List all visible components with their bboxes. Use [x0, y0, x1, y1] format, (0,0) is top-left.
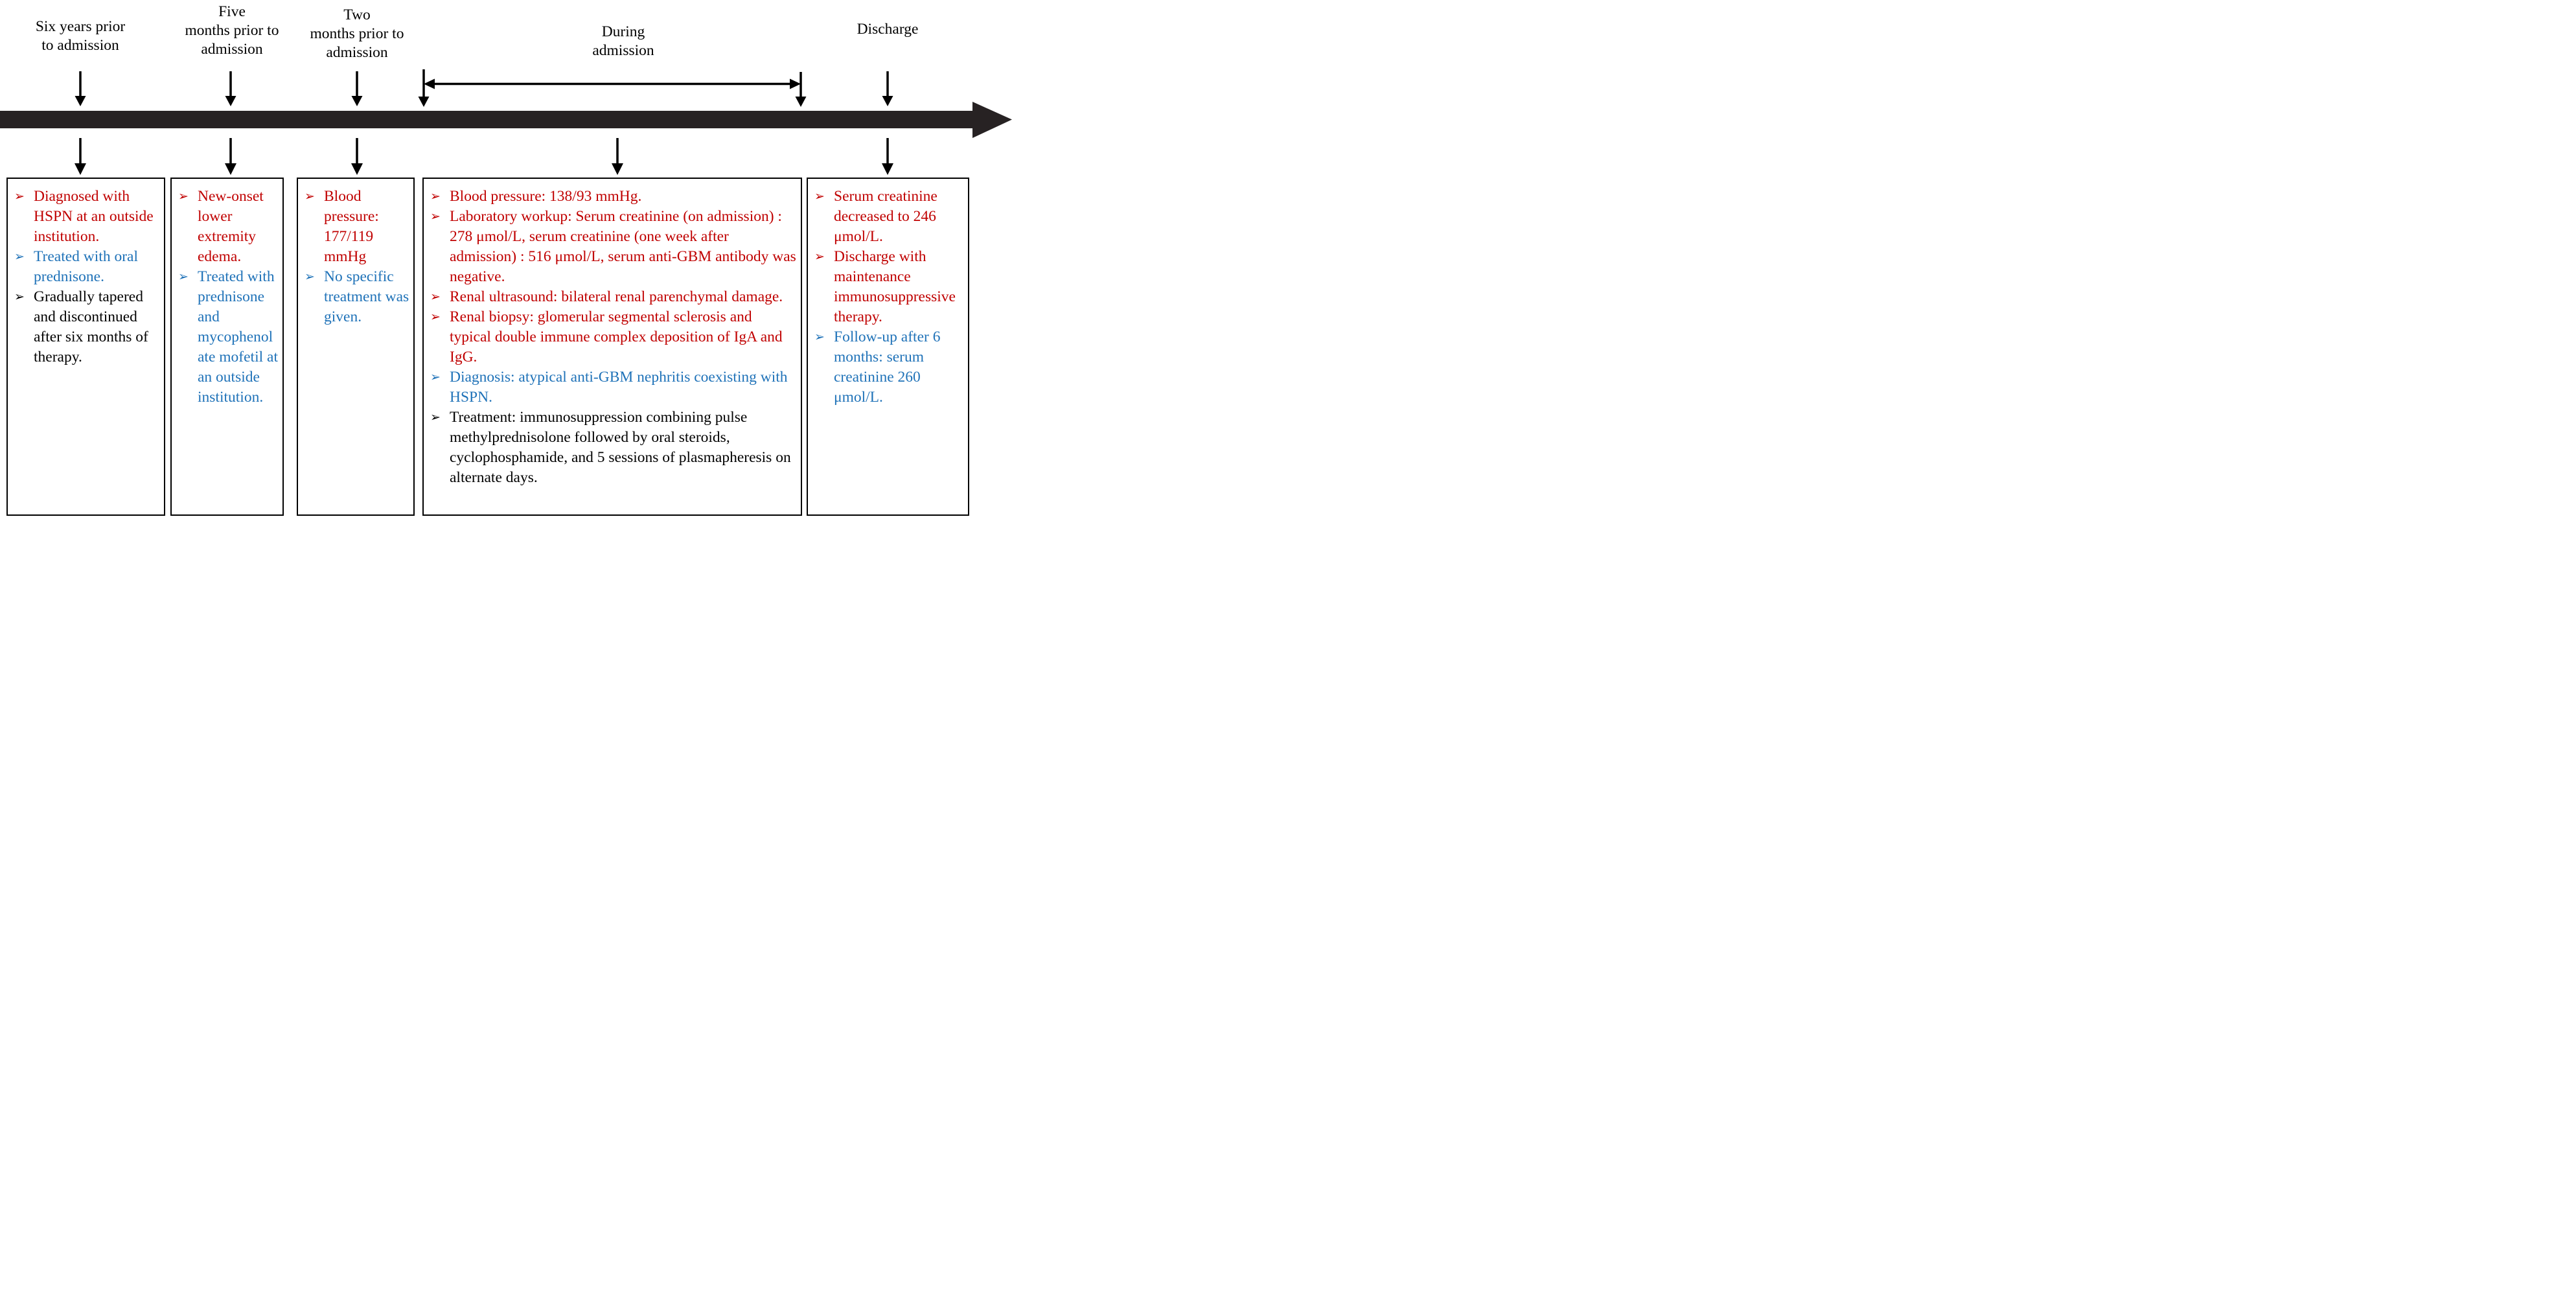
label-arrow-five-months [225, 71, 236, 106]
box-arrow-five-months [225, 138, 236, 175]
list-item: ➢ New-onset lower extremity edema. [178, 187, 279, 267]
timeline-label-two-months: Two months prior to admission [310, 6, 404, 61]
list-item: ➢ Diagnosed with HSPN at an outside inst… [14, 187, 160, 247]
list-item: ➢ Laboratory workup: Serum creatinine (o… [430, 207, 797, 287]
event-box-discharge: ➢ Serum creatinine decreased to 246 μmol… [807, 178, 969, 516]
arrowhead-bullet-icon: ➢ [178, 189, 189, 203]
box-arrow-two-months [351, 138, 363, 175]
arrowhead-bullet-icon: ➢ [14, 290, 25, 304]
arrowhead-bullet-icon: ➢ [430, 189, 441, 203]
list-item-text: Renal ultrasound: bilateral renal parenc… [450, 288, 783, 305]
box-arrow-during-admission [612, 138, 623, 175]
timeline-arrow [0, 102, 1012, 138]
list-item-text: Treated with prednisone and mycophenolat… [198, 268, 278, 406]
list-item: ➢ Diagnosis: atypical anti-GBM nephritis… [430, 367, 797, 408]
list-item-text: Gradually tapered and discontinued after… [34, 288, 148, 365]
list-item-text: No specific treatment was given. [324, 268, 409, 325]
list-item-text: Blood pressure: 177/119 mmHg [324, 188, 379, 265]
list-item: ➢ Treatment: immunosuppression combining… [430, 408, 797, 488]
arrowhead-bullet-icon: ➢ [178, 270, 189, 284]
list-item-text: Diagnosis: atypical anti-GBM nephritis c… [450, 369, 788, 406]
list-item: ➢ Treated with oral prednisone. [14, 247, 160, 287]
timeline-label-six-years: Six years prior to admission [35, 18, 126, 54]
list-item-text: Discharge with maintenance immunosuppres… [834, 248, 956, 325]
timeline-label-five-months: Five months prior to admission [185, 3, 279, 58]
admission-span-bracket [418, 69, 807, 107]
arrowhead-bullet-icon: ➢ [814, 330, 825, 344]
timeline-label-during-admission: During admission [592, 23, 654, 59]
event-box-during-admission: ➢ Blood pressure: 138/93 mmHg. ➢ Laborat… [422, 178, 802, 516]
box-arrow-discharge [882, 138, 893, 175]
label-arrow-two-months [351, 71, 363, 106]
timeline-label-discharge: Discharge [857, 21, 919, 38]
list-item-text: Blood pressure: 138/93 mmHg. [450, 188, 642, 205]
arrowhead-bullet-icon: ➢ [430, 370, 441, 384]
list-item: ➢ Follow-up after 6 months: serum creati… [814, 327, 964, 408]
list-item: ➢ Serum creatinine decreased to 246 μmol… [814, 187, 964, 247]
arrowhead-bullet-icon: ➢ [430, 310, 441, 324]
list-item: ➢ Renal ultrasound: bilateral renal pare… [430, 287, 797, 307]
arrowhead-bullet-icon: ➢ [430, 410, 441, 424]
arrowhead-bullet-icon: ➢ [305, 270, 315, 284]
arrowhead-bullet-icon: ➢ [14, 189, 25, 203]
list-item-text: New-onset lower extremity edema. [198, 188, 264, 265]
arrowhead-bullet-icon: ➢ [305, 189, 315, 203]
list-item: ➢ Renal biopsy: glomerular segmental scl… [430, 307, 797, 367]
list-item-text: Renal biopsy: glomerular segmental scler… [450, 308, 783, 365]
arrowhead-bullet-icon: ➢ [814, 249, 825, 264]
event-box-two-months-prior: ➢ Blood pressure: 177/119 mmHg ➢ No spec… [297, 178, 415, 516]
list-item: ➢ No specific treatment was given. [305, 267, 409, 327]
arrowhead-bullet-icon: ➢ [430, 209, 441, 224]
box-arrow-six-years [75, 138, 86, 175]
event-box-six-years-prior: ➢ Diagnosed with HSPN at an outside inst… [6, 178, 165, 516]
label-arrow-discharge [882, 71, 893, 106]
list-item-text: Follow-up after 6 months: serum creatini… [834, 329, 941, 406]
label-arrow-six-years [75, 71, 86, 106]
list-item: ➢ Blood pressure: 138/93 mmHg. [430, 187, 797, 207]
list-item: ➢ Blood pressure: 177/119 mmHg [305, 187, 409, 267]
list-item: ➢ Treated with prednisone and mycophenol… [178, 267, 279, 408]
arrowhead-bullet-icon: ➢ [14, 249, 25, 264]
arrowhead-bullet-icon: ➢ [814, 189, 825, 203]
list-item: ➢ Gradually tapered and discontinued aft… [14, 287, 160, 367]
list-item-text: Laboratory workup: Serum creatinine (on … [450, 208, 796, 285]
list-item-text: Treatment: immunosuppression combining p… [450, 409, 791, 486]
arrow-layer [0, 69, 1012, 175]
list-item: ➢ Discharge with maintenance immunosuppr… [814, 247, 964, 327]
list-item-text: Serum creatinine decreased to 246 μmol/L… [834, 188, 937, 245]
clinical-timeline-figure: Six years prior to admission Five months… [0, 0, 1016, 519]
list-item-text: Diagnosed with HSPN at an outside instit… [34, 188, 154, 245]
event-box-five-months-prior: ➢ New-onset lower extremity edema. ➢ Tre… [170, 178, 284, 516]
list-item-text: Treated with oral prednisone. [34, 248, 138, 285]
arrowhead-bullet-icon: ➢ [430, 290, 441, 304]
